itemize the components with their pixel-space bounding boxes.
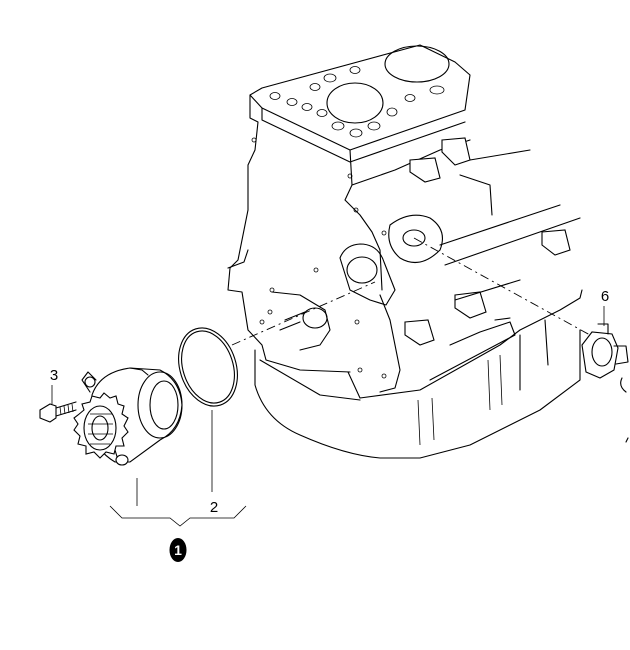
callout-leaders	[51, 306, 605, 527]
coolant-fitting	[581, 323, 629, 443]
callout-label-3[interactable]: 3	[50, 367, 58, 384]
water-pump	[73, 367, 183, 466]
callout-part-1[interactable]: 1	[169, 538, 187, 562]
callout-label-1: 1	[174, 542, 182, 558]
bolt	[39, 401, 77, 423]
callout-label-2[interactable]: 2	[210, 499, 218, 516]
assembly-centerline	[231, 237, 591, 346]
engine-block	[227, 44, 583, 459]
callout-label-6[interactable]: 6	[601, 288, 609, 305]
o-ring-seal	[178, 327, 238, 407]
